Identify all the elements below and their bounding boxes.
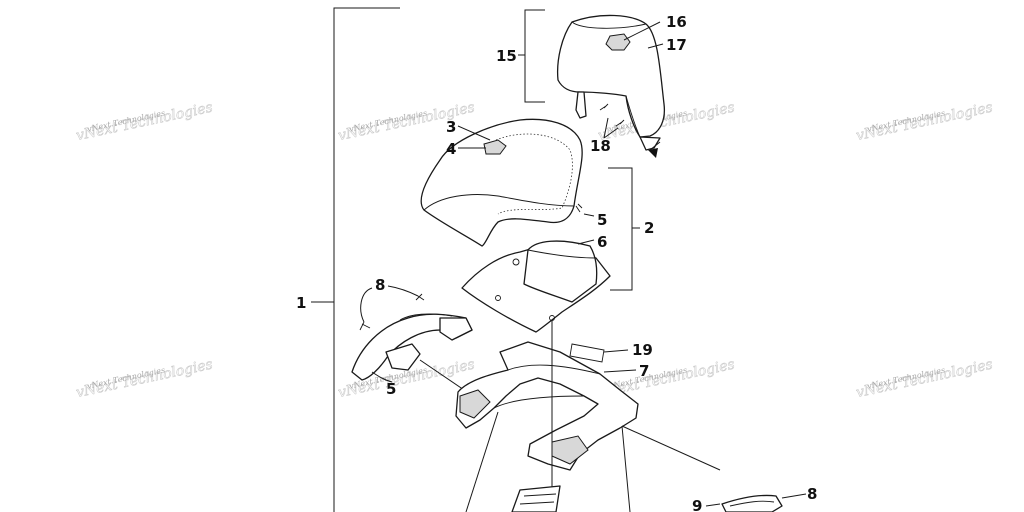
backrest-pad	[556, 14, 666, 138]
pan-hole-2	[495, 295, 501, 301]
grab-handle-assembly	[351, 285, 473, 395]
bolt-8b	[415, 293, 425, 301]
callout-19: 19	[632, 341, 653, 359]
connector-right	[621, 425, 721, 512]
callout-6: 6	[597, 233, 607, 251]
tub-edge	[527, 249, 597, 259]
seat-assembly	[420, 118, 583, 247]
callout-1: 1	[296, 294, 306, 312]
callout-2: 2	[644, 219, 654, 237]
callout-5b: 5	[386, 380, 396, 398]
screw-5	[575, 203, 583, 213]
callout-7: 7	[639, 362, 649, 380]
rack-frame-assembly	[455, 320, 721, 512]
leader-16	[623, 21, 661, 41]
lower-rack-grid	[519, 493, 557, 505]
watermark-outline: vNext Technologies	[75, 357, 214, 402]
leader-5	[583, 213, 595, 217]
seat-label-4	[483, 139, 507, 155]
backrest-mount-left	[575, 91, 587, 119]
backrest-edge	[571, 21, 647, 138]
lower-rack-rail	[511, 485, 561, 512]
watermark-outline: vNext Technologies	[855, 357, 994, 402]
screw-18b	[615, 119, 625, 127]
backrest-mount-right	[639, 136, 661, 151]
callout-16: 16	[666, 13, 687, 31]
leader-7	[603, 369, 637, 373]
handle-foot	[385, 343, 421, 371]
callout-4: 4	[446, 140, 456, 158]
watermark-outline: vNext Technologies	[855, 100, 994, 145]
watermark-1: vNext Technologies vNext Technologies	[74, 99, 214, 145]
leader-17	[647, 43, 664, 49]
handle-grip	[399, 313, 453, 321]
assembly-bracket-1	[311, 7, 400, 512]
backrest-assembly	[518, 9, 666, 158]
leader-3	[457, 125, 491, 141]
watermark-5: vNext Technologies vNext Technologies	[74, 356, 214, 402]
leader-6	[577, 239, 595, 245]
callout-18: 18	[590, 137, 611, 155]
handle-end-block	[439, 317, 473, 341]
leader-8b	[781, 493, 807, 499]
right-handle-grip	[729, 500, 775, 507]
screw-18a	[599, 103, 609, 111]
seat-edge	[423, 194, 575, 211]
watermark-4: vNext Technologies vNext Technologies	[854, 99, 994, 145]
watermark-3: vNext Technologies vNext Technologies	[596, 99, 736, 145]
callout-9: 9	[692, 497, 702, 512]
arrow-mount	[649, 141, 661, 151]
watermark-8: vNext Technologies vNext Technologies	[854, 356, 994, 402]
leader-19	[603, 349, 629, 353]
watermark-outline: vNext Technologies	[597, 100, 736, 145]
watermark-outline: vNext Technologies	[75, 100, 214, 145]
leader-9	[705, 503, 721, 507]
callout-5a: 5	[597, 211, 607, 229]
callout-17: 17	[666, 36, 687, 54]
rack-pad-left	[459, 389, 491, 419]
arrow-head	[648, 148, 658, 158]
callout-15: 15	[496, 47, 517, 65]
callout-8b: 8	[807, 485, 817, 503]
seat-base-assembly	[461, 167, 640, 333]
rack-inner-edge	[493, 364, 601, 409]
callout-3: 3	[446, 118, 456, 136]
bracket-15	[518, 9, 545, 103]
storage-tub	[523, 240, 598, 303]
backrest-label-16	[605, 33, 631, 51]
bracket-2	[608, 167, 640, 291]
pan-hole-1	[512, 258, 520, 266]
right-handle	[721, 494, 783, 512]
callout-8a: 8	[375, 276, 385, 294]
decal-19	[569, 343, 605, 363]
rack-frame	[455, 341, 639, 471]
connector-left	[465, 411, 499, 512]
seat-cushion	[420, 118, 583, 247]
leader-5b	[371, 371, 393, 383]
callouts: 1 2 3 4 5 5 6 7 8 8 9 15 16 17 18 19	[296, 13, 817, 512]
leader-8	[360, 285, 419, 323]
leader-18	[603, 117, 619, 139]
lower-rack	[511, 485, 807, 512]
bolt-8a	[359, 321, 371, 331]
